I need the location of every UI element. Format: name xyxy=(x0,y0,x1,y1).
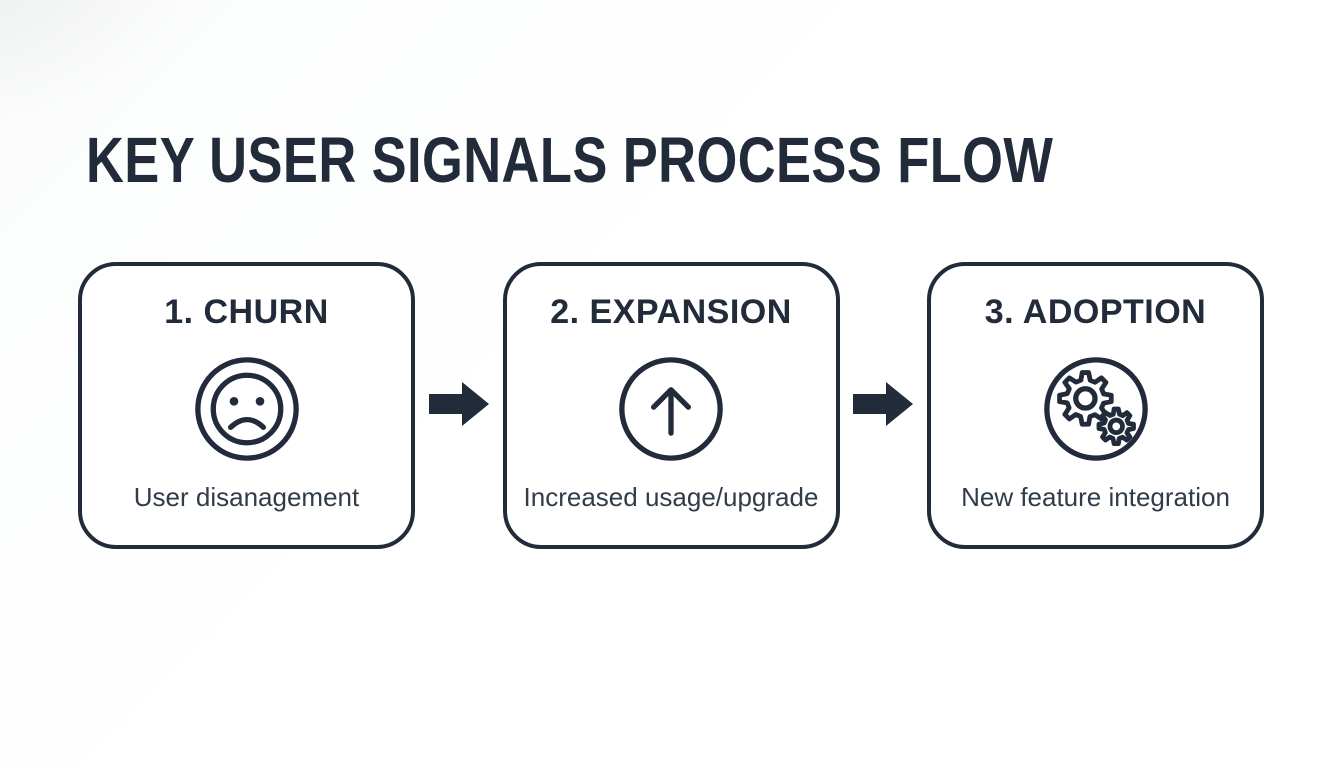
connector-gap xyxy=(840,382,928,426)
step-caption: User disanagement xyxy=(133,482,360,512)
step-title: 1. CHURN xyxy=(164,293,329,331)
arrow-up-circle-icon xyxy=(618,356,724,462)
step-caption: New feature integration xyxy=(961,482,1230,512)
gears-circle-icon xyxy=(1043,356,1149,462)
step-title: 3. ADOPTION xyxy=(984,293,1207,331)
process-flow: 1. CHURN User disanagement 2. EXPANSION xyxy=(78,262,1264,549)
sad-face-circle-icon xyxy=(194,356,300,462)
flow-arrow-icon xyxy=(853,382,914,426)
step-card-churn: 1. CHURN User disanagement xyxy=(78,262,415,549)
flow-arrow-icon xyxy=(428,382,489,426)
step-title: 2. EXPANSION xyxy=(550,293,792,331)
step-caption: Increased usage/upgrade xyxy=(523,482,819,512)
connector-gap xyxy=(415,382,503,426)
step-card-expansion: 2. EXPANSION Increased usage/upgrade xyxy=(502,262,840,549)
step-card-adoption: 3. ADOPTION New feature integration xyxy=(927,262,1264,549)
page-title: KEY USER SIGNALS PROCESS FLOW xyxy=(86,124,1054,196)
